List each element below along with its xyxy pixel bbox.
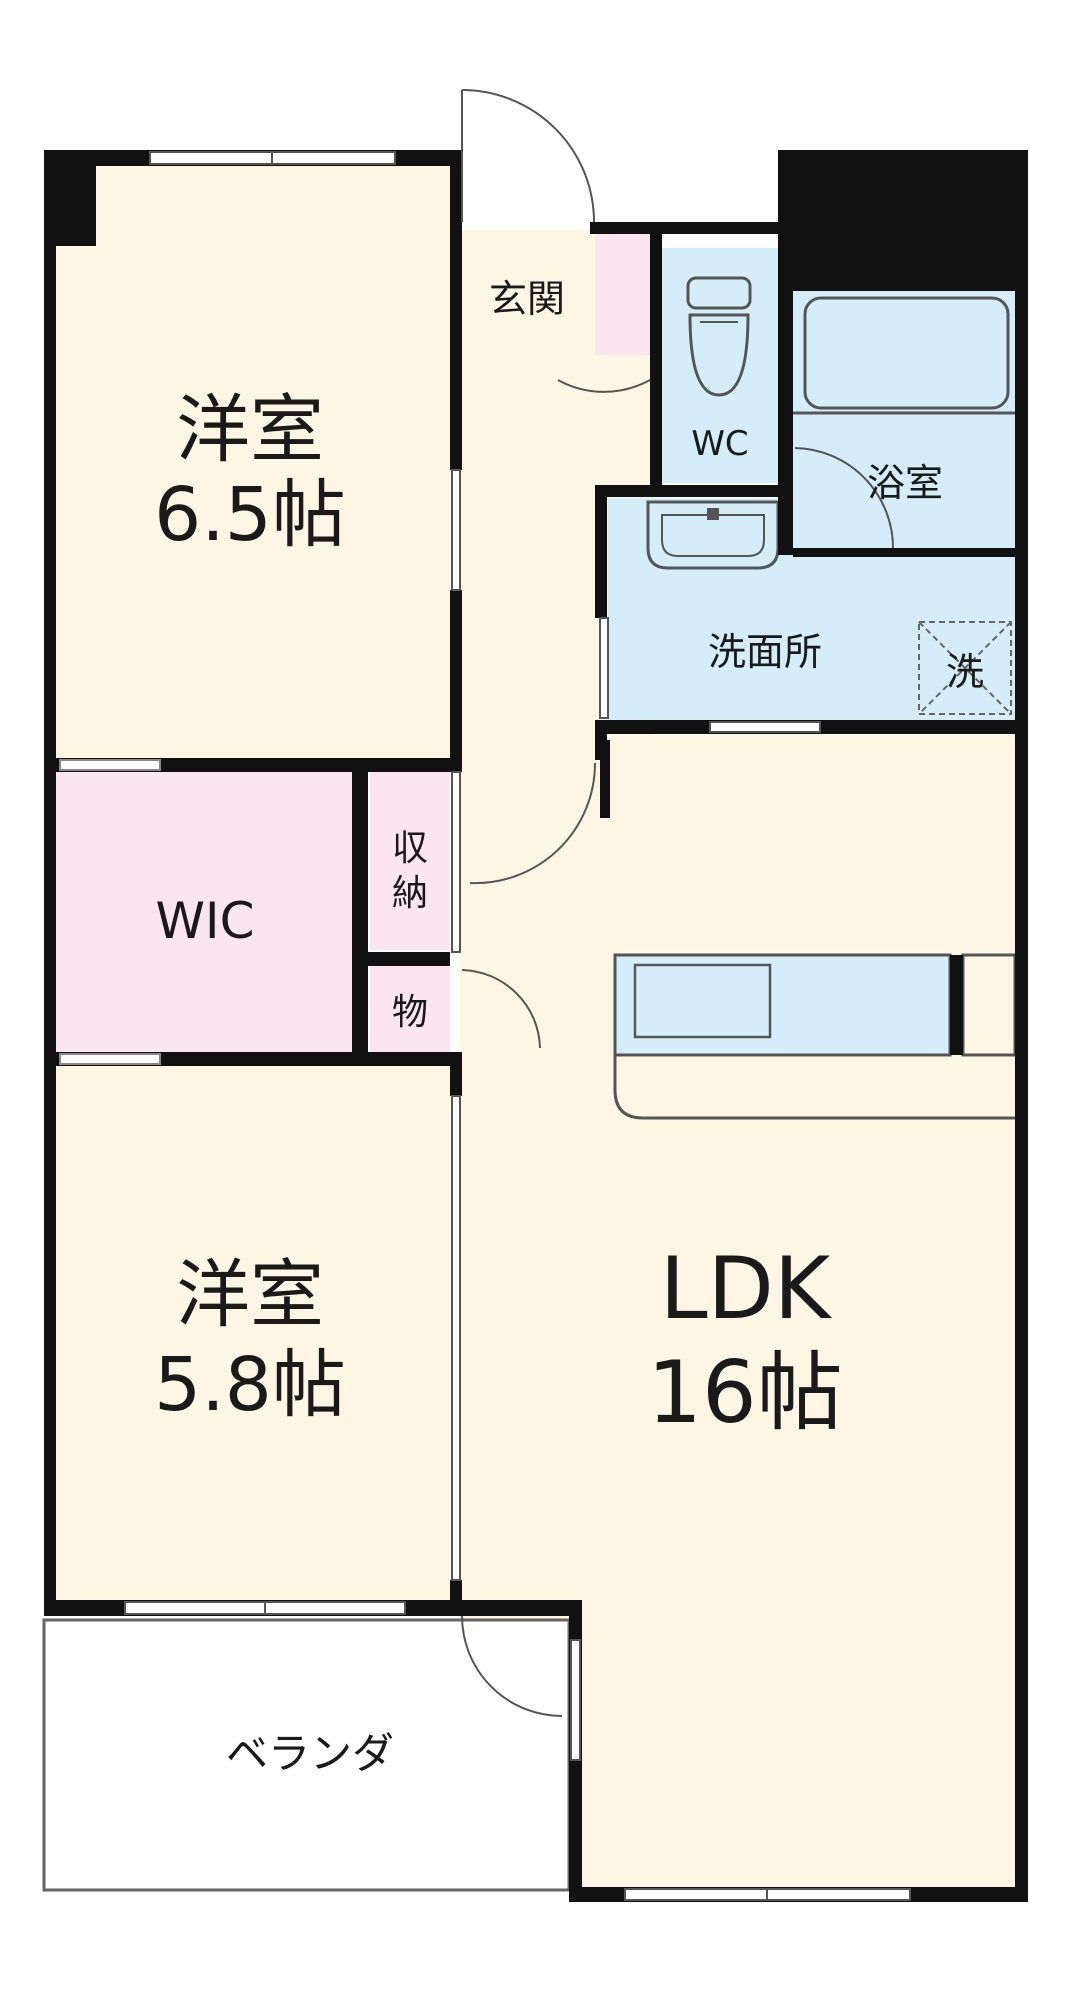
veranda-label: ベランダ — [226, 1729, 394, 1778]
door-swings — [461, 89, 894, 1717]
washer-space — [918, 621, 1012, 715]
western-room-1-name: 洋室 — [176, 387, 324, 473]
western-room-2-size: 5.8帖 — [154, 1342, 346, 1428]
entrance-label: 玄関 — [489, 277, 565, 321]
ldk-name: LDK — [660, 1239, 833, 1339]
closet-area — [370, 965, 450, 1055]
toilet-fixture — [686, 276, 752, 397]
washroom-label: 洗面所 — [708, 630, 822, 674]
storage-label-line2: 納 — [392, 873, 428, 914]
walls — [44, 150, 1028, 1902]
storage-label-line1: 収 — [392, 828, 428, 869]
washer-label: 洗 — [946, 650, 984, 694]
western-room-1-size: 6.5帖 — [154, 472, 346, 558]
western-room-2-name: 洋室 — [176, 1252, 324, 1338]
closet-label: 物 — [392, 992, 428, 1033]
wc-label: WC — [691, 424, 748, 464]
ldk-size: 16帖 — [647, 1343, 842, 1443]
windows — [124, 151, 911, 1901]
wic-label: WIC — [155, 892, 254, 950]
veranda-area — [42, 1618, 571, 1892]
western-room-2-area — [55, 1065, 450, 1600]
wic-area — [55, 770, 355, 1055]
entrance-step-area — [595, 230, 650, 355]
bathtub-fixture — [793, 296, 1015, 415]
entrance-area — [460, 230, 595, 355]
bath-label: 浴室 — [867, 461, 943, 505]
storage-area — [370, 770, 450, 950]
sink-fixture — [646, 500, 780, 570]
sliding-doors — [59, 469, 609, 1581]
western-room-1-area — [55, 165, 450, 760]
